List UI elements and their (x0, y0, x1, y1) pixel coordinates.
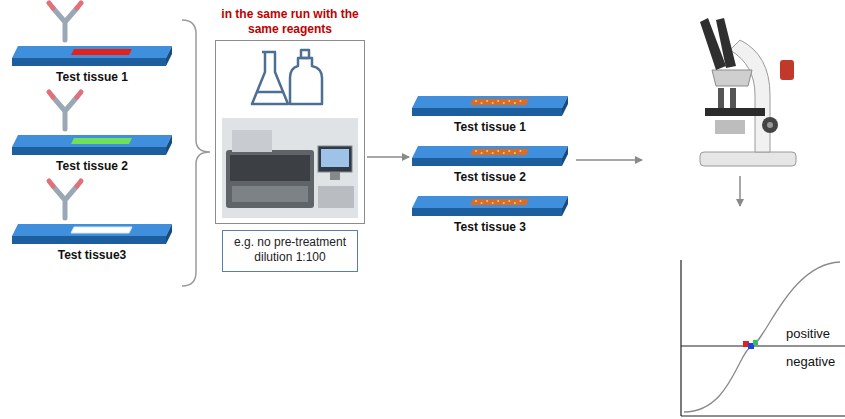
flow-arrow (576, 159, 642, 161)
reagent-icon (252, 50, 322, 104)
box-heading: in the same run with the same reagents (210, 7, 370, 37)
note-text: e.g. no pre-treatment dilution 1:100 (228, 235, 352, 265)
curly-brace (182, 20, 210, 286)
flow-arrow (367, 156, 409, 158)
axis-label: negative (786, 354, 835, 369)
sigmoid-chart (681, 260, 845, 416)
slide-label: Test tissue 1 (412, 120, 568, 135)
slide-with-label: Test tissue 1 (12, 46, 172, 85)
slide-label: Test tissue 2 (12, 159, 172, 174)
glass-slide (12, 46, 172, 68)
slide-label: Test tissue 2 (412, 170, 568, 185)
slide-with-label: Test tissue 1 (412, 96, 568, 135)
slide-label: Test tissue 1 (12, 70, 172, 85)
slide-label: Test tissue 3 (412, 220, 568, 235)
slide-with-label: Test tissue 2 (12, 135, 172, 174)
microscope-icon (700, 18, 796, 166)
note-box: e.g. no pre-treatment dilution 1:100 (222, 230, 358, 272)
glass-slide (12, 224, 172, 246)
slide-label: Test tissue3 (12, 248, 172, 263)
process-box: in the same run with the same reagents (215, 40, 365, 224)
glass-slide (12, 135, 172, 157)
axis-label: positive (786, 326, 830, 341)
stainer-machine (222, 118, 358, 218)
glass-slide (412, 146, 568, 168)
glass-slide (412, 196, 568, 218)
antibody-icon (49, 181, 81, 218)
flow-arrow (739, 176, 741, 206)
antibody-icon (49, 3, 81, 40)
slide-with-label: Test tissue 2 (412, 146, 568, 185)
slide-with-label: Test tissue 3 (412, 196, 568, 235)
antibody-icon (49, 92, 81, 129)
slide-with-label: Test tissue3 (12, 224, 172, 263)
glass-slide (412, 96, 568, 118)
